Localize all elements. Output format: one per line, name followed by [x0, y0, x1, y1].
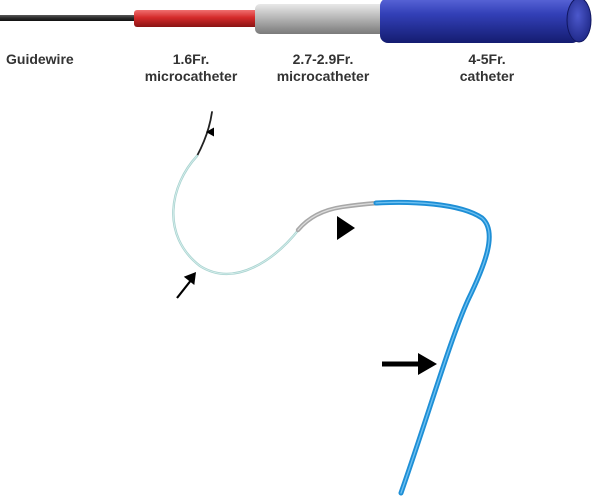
label-catheter: 4-5Fr. catheter	[437, 51, 537, 85]
guidewire-shaft	[0, 15, 140, 21]
guidewire-arrowhead-marker	[206, 127, 214, 137]
label-micro27: 2.7-2.9Fr. microcatheter	[263, 51, 383, 85]
micro16-curve-highlight	[172, 155, 301, 275]
label-micro27-line2: microcatheter	[276, 68, 370, 84]
label-micro16-line1: 1.6Fr.	[172, 51, 210, 67]
label-micro16: 1.6Fr. microcatheter	[131, 51, 251, 85]
micro16-arrow-shaft	[176, 278, 193, 299]
guidewire-tip-curve	[196, 111, 213, 157]
label-micro16-line2: microcatheter	[144, 68, 238, 84]
label-catheter-line1: 4-5Fr.	[468, 51, 506, 67]
micro27-arrowhead-marker	[337, 216, 355, 240]
label-guidewire: Guidewire	[6, 51, 74, 67]
micro27-shaft	[255, 4, 385, 34]
catheter-end	[566, 0, 592, 43]
label-micro27-line1: 2.7-2.9Fr.	[292, 51, 354, 67]
micro16-curve	[172, 154, 302, 276]
micro16-shaft	[134, 10, 262, 27]
catheter-curve-highlight	[375, 201, 490, 494]
catheter-curve	[373, 199, 492, 496]
micro16-arrow-head	[183, 272, 196, 285]
label-catheter-line2: catheter	[459, 68, 515, 84]
micro27-curve-highlight	[297, 202, 379, 231]
catheter-shaft	[380, 0, 580, 43]
catheter-arrow-head	[418, 353, 437, 375]
